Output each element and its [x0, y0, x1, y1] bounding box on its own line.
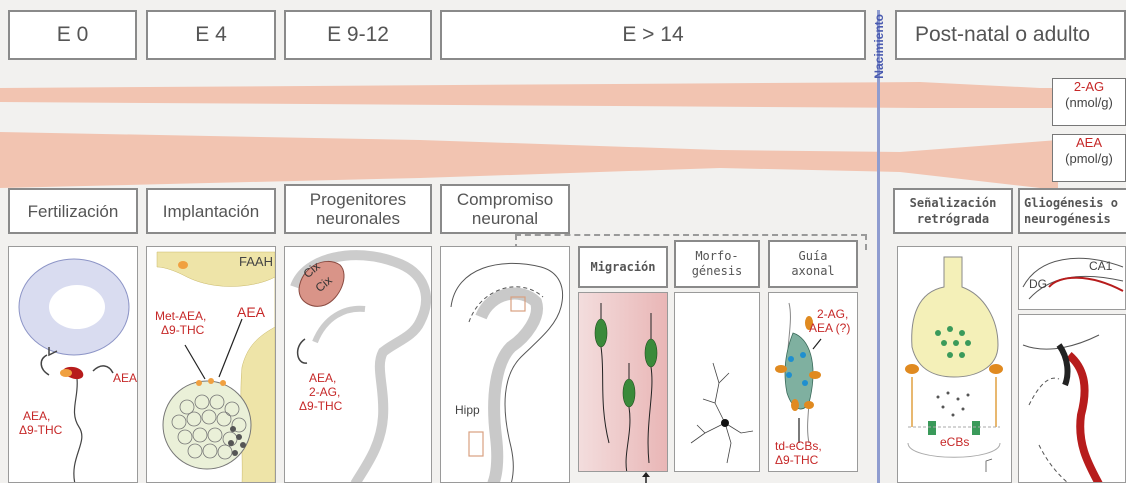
panel-fertilizacion: AEA AEA, Δ9-THC [8, 246, 138, 483]
prog-aea-label: AEA, [309, 371, 336, 385]
gliogenesis-bottom-illustration [1019, 315, 1126, 483]
dg-label: DG [1029, 277, 1047, 291]
stage-e14: E > 14 [440, 10, 866, 60]
subprocess-morfogenesis: Morfo- génesis [674, 240, 760, 288]
guia-line1: Guía [799, 249, 828, 264]
faah-label: FAAH [239, 255, 273, 269]
process-compromiso: Compromiso neuronal [440, 184, 570, 234]
progenitores-line2: neuronales [316, 209, 400, 228]
compromiso-line1: Compromiso [457, 190, 553, 209]
panel-gliogenesis-bottom [1018, 314, 1126, 483]
met-thc-label: Δ9-THC [161, 323, 204, 337]
fert-aea-label: AEA [113, 371, 137, 385]
stage-postnatal: Post-natal o adulto [895, 10, 1126, 60]
panel-gliogenesis-top: CA1 DG [1018, 246, 1126, 310]
fertilizacion-illustration [9, 247, 138, 483]
met-aea-label: Met-AEA, [155, 309, 206, 323]
birth-line [877, 10, 880, 483]
panel-progenitores: Cix Cix AEA, 2-AG, Δ9-THC [284, 246, 432, 483]
concentration-bands [0, 60, 1126, 190]
process-gliogenesis: Gliogénesis o neurogénesis [1018, 188, 1126, 234]
td-ecbs-label: td-eCBs, [775, 439, 822, 453]
birth-label: Nacimiento [872, 14, 886, 79]
process-implantacion: Implantación [146, 188, 276, 234]
impl-aea-label: AEA [237, 305, 265, 319]
panel-guia-axonal: 2-AG, AEA (?) td-eCBs, Δ9-THC [768, 292, 858, 472]
stage-e4: E 4 [146, 10, 276, 60]
prog-2ag-label: 2-AG, [309, 385, 340, 399]
gliogenesis-line1: Gliogénesis o [1024, 195, 1118, 211]
aea-band [0, 132, 1058, 190]
panel-implantacion: FAAH Met-AEA, Δ9-THC AEA [146, 246, 276, 483]
panel-migracion [578, 292, 668, 472]
gliogenesis-line2: neurogénesis [1024, 211, 1111, 227]
fert-aea2-label: AEA, [23, 409, 50, 423]
td-thc-label: Δ9-THC [775, 453, 818, 467]
ag-concentration-label: 2-AG (nmol/g) [1052, 78, 1126, 126]
process-fertilizacion: Fertilización [8, 188, 138, 234]
morfo-line1: Morfo- [695, 249, 738, 264]
guia-line2: axonal [791, 264, 834, 279]
ca1-label: CA1 [1089, 259, 1112, 273]
ecbs-label: eCBs [940, 435, 969, 449]
hipp-label: Hipp [455, 403, 480, 417]
migracion-illustration [579, 293, 668, 472]
stage-e0: E 0 [8, 10, 137, 60]
bottom-arrow [640, 472, 652, 483]
guia-aea-label: AEA (?) [809, 321, 850, 335]
panel-morfogenesis [674, 292, 760, 472]
fert-thc-label: Δ9-THC [19, 423, 62, 437]
progenitores-line1: Progenitores [310, 190, 406, 209]
prog-thc-label: Δ9-THC [299, 399, 342, 413]
morfo-line2: génesis [692, 264, 743, 279]
stage-e9-12: E 9-12 [284, 10, 432, 60]
panel-compromiso: Hipp [440, 246, 570, 483]
senalizacion-line2: retrógrada [917, 211, 989, 227]
ag-band [0, 82, 1058, 108]
senalizacion-line1: Señalización [910, 195, 997, 211]
compromiso-line2: neuronal [472, 209, 538, 228]
process-senalizacion: Señalización retrógrada [893, 188, 1013, 234]
implantacion-illustration [147, 247, 276, 483]
morfogenesis-illustration [675, 293, 760, 472]
aea-concentration-label: AEA (pmol/g) [1052, 134, 1126, 182]
compromiso-illustration [441, 247, 570, 483]
subprocess-guia-axonal: Guía axonal [768, 240, 858, 288]
subprocess-migracion: Migración [578, 246, 668, 288]
process-progenitores: Progenitores neuronales [284, 184, 432, 234]
guia-2ag-label: 2-AG, [817, 307, 848, 321]
progenitores-illustration [285, 247, 432, 483]
panel-senalizacion: eCBs [897, 246, 1012, 483]
